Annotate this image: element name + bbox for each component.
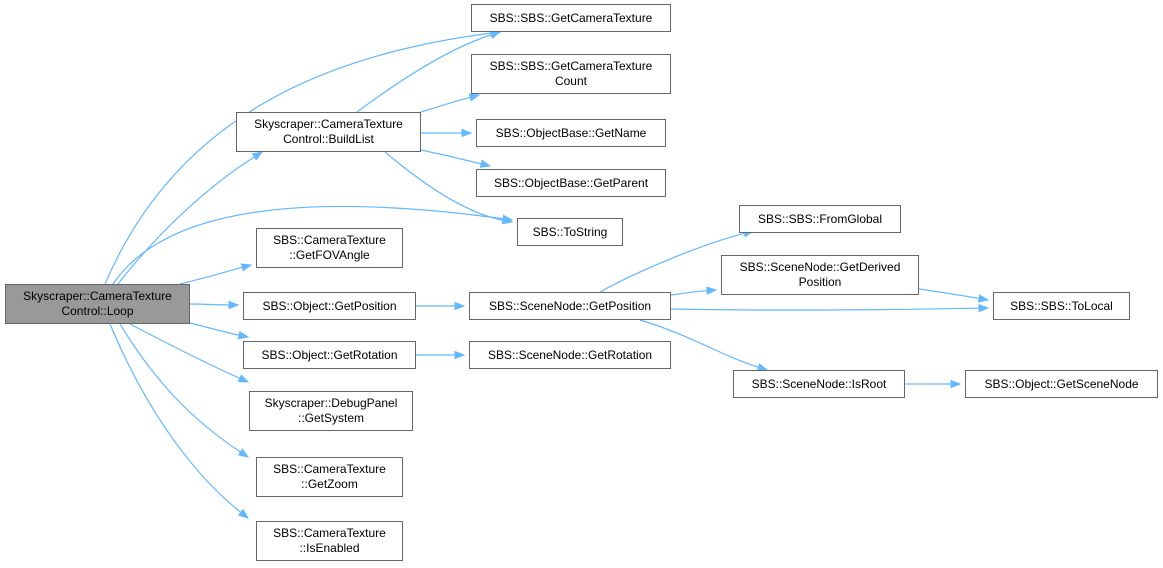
arrowhead-sngetposition-to-getderivedposition — [706, 286, 718, 295]
edge-sngetposition-to-isroot — [639, 319, 759, 368]
edge-buildlist-to-tostring — [384, 151, 504, 221]
node-isroot[interactable]: SBS::SceneNode::IsRoot — [733, 370, 905, 398]
arrowhead-loop-to-getfovangle — [240, 263, 253, 272]
node-label-line: SBS::SceneNode::GetPosition — [488, 298, 652, 313]
arrowhead-loop-to-isenabled — [237, 508, 250, 519]
node-label-line: SBS::SceneNode::GetDerived — [739, 260, 901, 274]
node-label-line: SBS::Object::GetPosition — [262, 298, 397, 313]
node-label-line: Skyscraper::CameraTexture — [254, 117, 403, 131]
node-label-line: Control::BuildList — [283, 132, 374, 146]
edge-loop-to-tostring — [112, 205, 504, 285]
edge-loop-to-objgetrotation — [189, 322, 240, 336]
node-getcameratexture[interactable]: SBS::SBS::GetCameraTexture — [471, 4, 671, 32]
node-tostring[interactable]: SBS::ToString — [517, 218, 623, 246]
node-sngetposition[interactable]: SBS::SceneNode::GetPosition — [469, 292, 671, 320]
node-getzoom[interactable]: SBS::CameraTexture::GetZoom — [256, 457, 403, 497]
node-tolocal[interactable]: SBS::SBS::ToLocal — [993, 292, 1130, 320]
arrowhead-loop-to-getzoom — [237, 448, 250, 458]
arrowhead-sngetposition-to-tolocal — [978, 303, 990, 313]
edge-loop-to-buildlist — [117, 156, 255, 285]
node-fromglobal[interactable]: SBS::SBS::FromGlobal — [739, 205, 901, 233]
node-label-line: Count — [554, 74, 587, 88]
edge-loop-to-getfovangle — [179, 266, 243, 285]
node-label-line: Control::Loop — [61, 304, 134, 318]
node-label-line: SBS::CameraTexture — [273, 462, 386, 476]
node-label-line: Position — [798, 275, 842, 289]
node-label-line: SBS::SceneNode::GetRotation — [487, 347, 653, 362]
edge-buildlist-to-getparent — [420, 149, 482, 165]
arrowhead-loop-to-getsystem — [237, 374, 250, 383]
arrowhead-objgetrotation-to-sngetrotation — [454, 350, 466, 360]
node-label-line: ::GetSystem — [297, 411, 365, 425]
node-objgetposition[interactable]: SBS::Object::GetPosition — [243, 292, 416, 320]
node-label-line: ::GetZoom — [301, 477, 358, 491]
node-getsystem[interactable]: Skyscraper::DebugPanel::GetSystem — [249, 391, 413, 431]
arrowhead-buildlist-to-getcameratexturecount — [468, 93, 481, 102]
node-label-line: SBS::ToString — [532, 224, 608, 239]
arrowhead-buildlist-to-getcameratexture — [489, 30, 502, 39]
arrowhead-loop-to-buildlist — [251, 151, 264, 161]
node-label-line: SBS::ObjectBase::GetParent — [493, 175, 649, 190]
edge-buildlist-to-getcameratexture — [356, 34, 492, 113]
arrowhead-isroot-to-getscenenode — [950, 379, 962, 389]
edge-loop-to-objgetposition — [189, 303, 230, 306]
node-label-line: SBS::SBS::GetCameraTexture — [489, 10, 653, 25]
arrowhead-buildlist-to-getparent — [479, 159, 492, 168]
node-label-line: Skyscraper::DebugPanel — [264, 396, 398, 410]
arrowhead-buildlist-to-getname — [461, 128, 473, 138]
node-label-line: ::IsEnabled — [299, 541, 360, 555]
node-getscenenode[interactable]: SBS::Object::GetSceneNode — [965, 370, 1158, 398]
node-isenabled[interactable]: SBS::CameraTexture::IsEnabled — [256, 521, 403, 561]
arrowhead-getderivedposition-to-tolocal — [977, 294, 990, 303]
arrowhead-buildlist-to-tostring — [501, 216, 514, 225]
node-getname[interactable]: SBS::ObjectBase::GetName — [476, 119, 666, 147]
node-label-line: SBS::CameraTexture — [273, 233, 386, 247]
edge-sngetposition-to-getderivedposition — [670, 289, 708, 296]
node-sngetrotation[interactable]: SBS::SceneNode::GetRotation — [469, 341, 671, 369]
node-label-line: SBS::SceneNode::IsRoot — [751, 376, 887, 391]
edge-loop-to-getsystem — [129, 323, 241, 379]
edge-sngetposition-to-fromglobal — [599, 232, 745, 293]
node-label-line: SBS::Object::GetRotation — [261, 347, 398, 362]
node-getparent[interactable]: SBS::ObjectBase::GetParent — [476, 169, 666, 197]
arrowhead-loop-to-objgetposition — [228, 300, 240, 310]
node-label-line: ::GetFOVAngle — [289, 248, 370, 262]
node-label-line: SBS::SBS::GetCameraTexture — [489, 59, 653, 73]
edge-loop-to-isenabled — [109, 323, 242, 513]
edge-getderivedposition-to-tolocal — [918, 288, 980, 300]
arrowhead-loop-to-objgetrotation — [237, 330, 250, 340]
node-objgetrotation[interactable]: SBS::Object::GetRotation — [243, 341, 416, 369]
node-label-line: SBS::Object::GetSceneNode — [984, 376, 1139, 391]
edge-sngetposition-to-tolocal — [670, 307, 980, 311]
node-label-line: SBS::SBS::FromGlobal — [757, 211, 883, 226]
node-label-line: Skyscraper::CameraTexture — [23, 289, 172, 303]
node-label-line: SBS::CameraTexture — [273, 526, 386, 540]
edge-loop-to-getcameratexture — [104, 32, 492, 285]
node-label-line: SBS::SBS::ToLocal — [1010, 298, 1113, 313]
arrowhead-objgetposition-to-sngetposition — [454, 301, 466, 311]
node-getfovangle[interactable]: SBS::CameraTexture::GetFOVAngle — [256, 228, 403, 268]
edge-loop-to-getzoom — [119, 323, 241, 453]
node-label-line: SBS::ObjectBase::GetName — [495, 125, 647, 140]
edge-buildlist-to-getcameratexturecount — [420, 96, 471, 113]
